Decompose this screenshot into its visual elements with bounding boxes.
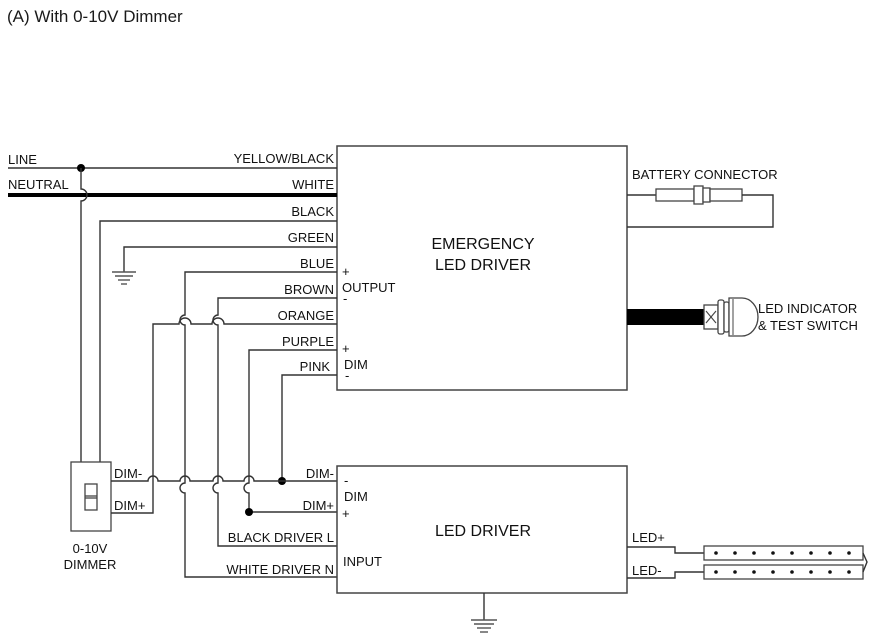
led-dot (828, 551, 832, 555)
led-dot (714, 570, 718, 574)
led-driver-dim-label: DIM (344, 489, 368, 504)
led-strip (703, 545, 868, 580)
pink-wire (281, 374, 337, 481)
dimmer-dim-plus-label: DIM+ (114, 498, 145, 513)
led-dot (809, 570, 813, 574)
wire-label-yellow-black: YELLOW/BLACK (234, 151, 335, 166)
led-minus-wire (627, 571, 704, 579)
black-wire (99, 220, 337, 462)
battery-connector-label: BATTERY CONNECTOR (632, 167, 778, 182)
led-driver-wire-dim-minus: DIM- (306, 466, 334, 481)
led-dot (733, 570, 737, 574)
emergency-dim-label: DIM (344, 357, 368, 372)
neutral-label: NEUTRAL (8, 177, 69, 192)
output-minus-label: - (343, 291, 347, 306)
line-to-dimmer-wire (80, 168, 88, 462)
ground-icon-upper (112, 271, 136, 285)
led-dot (771, 570, 775, 574)
wire-label-pink: PINK (300, 359, 331, 374)
wire-label-orange: ORANGE (278, 308, 335, 323)
led-driver-dim-minus-label: - (344, 473, 348, 488)
led-dot (847, 551, 851, 555)
indicator-label-1: LED INDICATOR (758, 301, 857, 316)
indicator-label-2: & TEST SWITCH (758, 318, 858, 333)
dimmer-dim-plus-wire (111, 488, 154, 514)
led-indicator-switch-icon (703, 297, 759, 337)
battery-connector-icon (627, 185, 774, 228)
led-driver-dim-plus-label: + (342, 506, 350, 521)
wire-label-blue: BLUE (300, 256, 334, 271)
wire-label-brown: BROWN (284, 282, 334, 297)
line-label: LINE (8, 152, 37, 167)
ground-icon-lower (471, 619, 497, 633)
wire-label-purple: PURPLE (282, 334, 334, 349)
emergency-driver-title-2: LED DRIVER (435, 257, 531, 274)
orange-wire (152, 317, 337, 488)
emergency-driver-title-1: EMERGENCY (431, 236, 534, 253)
wire-label-white: WHITE (292, 177, 334, 192)
output-plus-label: + (342, 264, 350, 279)
purple-wire (243, 349, 337, 513)
led-driver-wire-dim-plus: DIM+ (303, 498, 334, 513)
dimmer-label-2: DIMMER (64, 557, 117, 572)
brown-wire (212, 297, 337, 547)
led-minus-label: LED- (632, 563, 662, 578)
emergency-led-driver-box (336, 145, 628, 391)
emergency-dim-minus-label: - (345, 368, 349, 383)
led-plus-wire (627, 546, 704, 554)
led-strip-row-1 (703, 545, 864, 561)
dimmer-label-1: 0-10V (73, 541, 108, 556)
dimmer-dim-minus-label: DIM- (114, 466, 142, 481)
led-driver-input-label: INPUT (343, 554, 382, 569)
led-dot (733, 551, 737, 555)
led-driver-wire-black-l: BLACK DRIVER L (228, 530, 334, 545)
wire-label-black: BLACK (291, 204, 334, 219)
indicator-cable (627, 309, 704, 325)
led-driver-box (336, 465, 628, 594)
led-driver-wire-white-n: WHITE DRIVER N (226, 562, 334, 577)
emergency-dim-plus-label: + (342, 341, 350, 356)
diagram-title: (A) With 0-10V Dimmer (7, 7, 183, 26)
led-dot (828, 570, 832, 574)
wire-label-green: GREEN (288, 230, 334, 245)
led-dot (809, 551, 813, 555)
led-dot (847, 570, 851, 574)
led-dot (752, 551, 756, 555)
led-dot (714, 551, 718, 555)
led-driver-title: LED DRIVER (435, 523, 531, 540)
dim-plus-junction-dot (245, 508, 253, 516)
led-strip-row-2 (703, 564, 864, 580)
dimmer-slider-icon (84, 483, 98, 511)
led-plus-label: LED+ (632, 530, 665, 545)
led-dot (752, 570, 756, 574)
output-label: OUTPUT (342, 280, 396, 295)
led-dot (771, 551, 775, 555)
green-wire (123, 246, 337, 272)
dim-minus-bus-wire (111, 475, 337, 482)
led-dot (790, 551, 794, 555)
led-strip-loop (862, 552, 868, 573)
led-dot (790, 570, 794, 574)
blue-wire (179, 271, 337, 578)
